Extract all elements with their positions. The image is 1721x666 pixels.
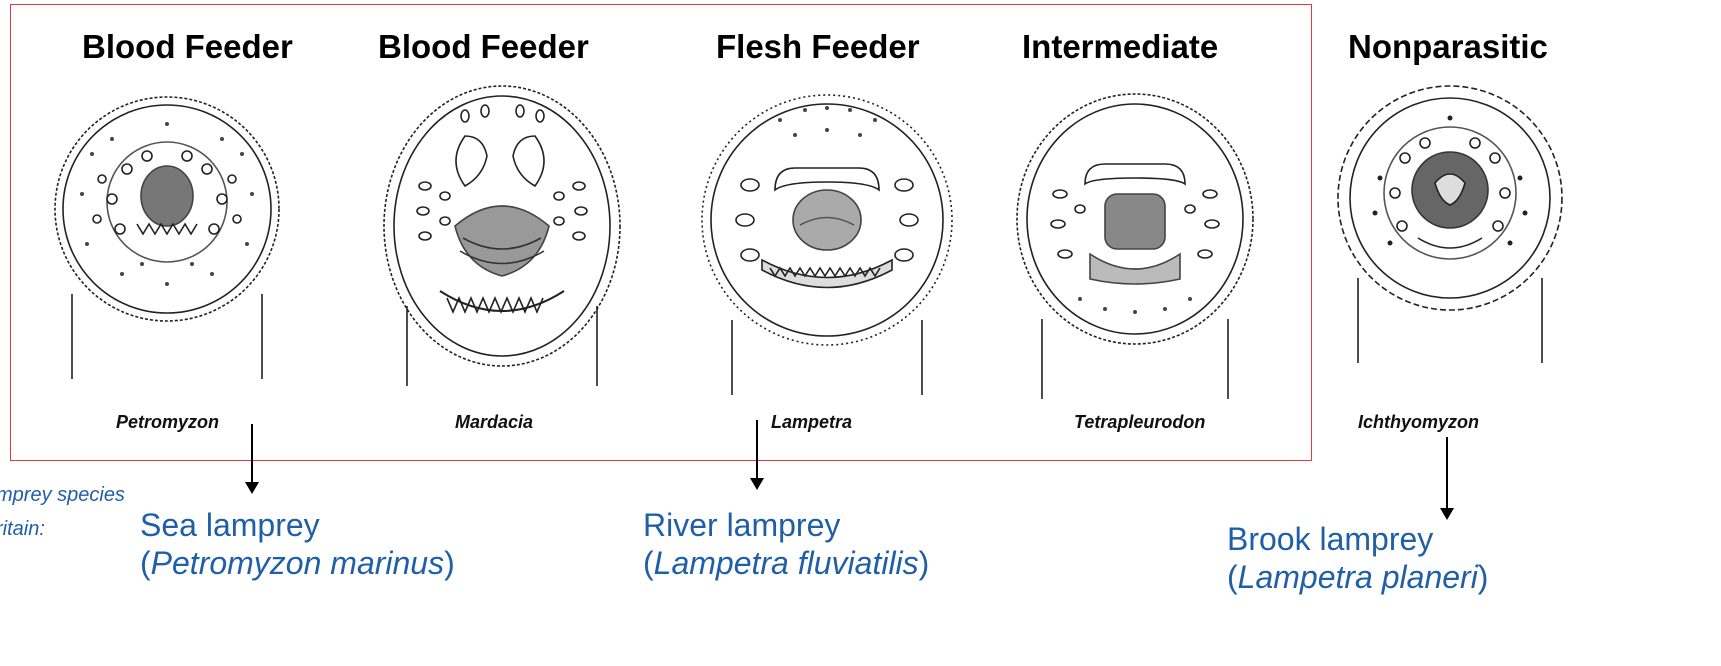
common-name: River lamprey <box>643 506 929 544</box>
mardacia-oral-disc-illustration <box>375 76 630 396</box>
heading-blood-feeder-2: Blood Feeder <box>378 28 589 66</box>
species-brook-lamprey: Brook lamprey (Lampetra planeri) <box>1227 520 1488 596</box>
paren-open: ( <box>1227 559 1238 595</box>
scientific-name-line: (Lampetra planeri) <box>1227 558 1488 596</box>
genus-label-petromyzon: Petromyzon <box>116 412 219 433</box>
genus-label-ichthyomyzon: Ichthyomyzon <box>1358 412 1479 433</box>
arrow-to-sea-lamprey <box>251 424 253 484</box>
ichthyomyzon-oral-disc-illustration <box>1330 78 1570 378</box>
lampetra-oral-disc-illustration <box>700 80 955 400</box>
side-note-line-2: ritain: <box>0 518 45 541</box>
heading-flesh-feeder: Flesh Feeder <box>716 28 920 66</box>
common-name: Brook lamprey <box>1227 520 1488 558</box>
paren-open: ( <box>643 545 654 581</box>
side-note-line-1: mprey species <box>0 484 125 507</box>
arrow-to-river-lamprey <box>756 420 758 480</box>
scientific-name-line: (Lampetra fluviatilis) <box>643 544 929 582</box>
heading-blood-feeder-1: Blood Feeder <box>82 28 293 66</box>
paren-open: ( <box>140 545 151 581</box>
scientific-name: Lampetra fluviatilis <box>654 545 919 581</box>
arrow-to-brook-lamprey <box>1446 437 1448 510</box>
petromyzon-oral-disc-illustration <box>42 84 292 384</box>
species-sea-lamprey: Sea lamprey (Petromyzon marinus) <box>140 506 455 582</box>
paren-close: ) <box>444 545 455 581</box>
species-river-lamprey: River lamprey (Lampetra fluviatilis) <box>643 506 929 582</box>
genus-label-lampetra: Lampetra <box>771 412 852 433</box>
heading-intermediate: Intermediate <box>1022 28 1218 66</box>
genus-label-tetrapleurodon: Tetrapleurodon <box>1074 412 1205 433</box>
heading-nonparasitic: Nonparasitic <box>1348 28 1548 66</box>
common-name: Sea lamprey <box>140 506 455 544</box>
scientific-name: Petromyzon marinus <box>151 545 444 581</box>
scientific-name: Lampetra planeri <box>1238 559 1478 595</box>
paren-close: ) <box>919 545 930 581</box>
tetrapleurodon-oral-disc-illustration <box>1010 84 1260 404</box>
scientific-name-line: (Petromyzon marinus) <box>140 544 455 582</box>
genus-label-mardacia: Mardacia <box>455 412 533 433</box>
paren-close: ) <box>1478 559 1489 595</box>
